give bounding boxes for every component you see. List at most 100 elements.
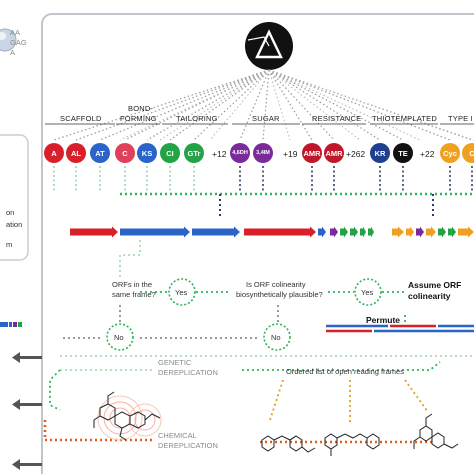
- domain-label: C: [469, 148, 474, 158]
- decision-flow-lines: [43, 240, 474, 444]
- domain-circle-gtr-6: GTr: [184, 143, 204, 163]
- question-colinearity-2: biosynthetically plausible?: [236, 290, 323, 299]
- side-text-top-2: GAG: [10, 38, 27, 47]
- product-molecules: [261, 413, 459, 456]
- gene-arrow: [368, 226, 374, 238]
- fan-line: [119, 69, 270, 141]
- domain-label: CI: [166, 148, 174, 158]
- answer-no-1: No: [114, 333, 124, 342]
- domain-circle-cyc-13: Cyc: [440, 143, 460, 163]
- domain-label: KS: [141, 148, 153, 158]
- domain-circle-c-14: C: [462, 143, 474, 163]
- category-bond-forming-1: BOND-: [128, 104, 154, 113]
- left-arrow-icon: [12, 352, 42, 470]
- domain-circle-at-2: AT: [90, 143, 110, 163]
- fan-line: [268, 69, 474, 141]
- gene-cluster-arrows: [70, 226, 474, 238]
- question-same-frame-2: same frame?: [112, 290, 156, 299]
- category-type: TYPE I: [448, 114, 473, 123]
- side-text-top-3: A: [10, 48, 16, 57]
- fan-line: [268, 69, 291, 141]
- genetic-dereplication-2: DEREPLICATION: [158, 368, 218, 377]
- domain-label: GTr: [187, 148, 201, 158]
- main-panel: [41, 13, 474, 474]
- fan-line: [159, 69, 270, 141]
- side-text-mid-3: m: [6, 240, 13, 249]
- domain-label: Cyc: [443, 148, 457, 158]
- molecule-structure-icon: [93, 391, 162, 441]
- gene-arrow: [120, 226, 190, 238]
- fan-line: [193, 69, 270, 141]
- category-resistance: RESISTANCE: [312, 114, 362, 123]
- domain-circle-kr-11: KR: [370, 143, 390, 163]
- gene-arrow: [392, 226, 404, 238]
- fan-line: [99, 69, 270, 141]
- permute-label: Permute: [366, 315, 401, 325]
- domain-circle-amr-9: AMR: [302, 143, 322, 163]
- gene-arrow: [360, 226, 366, 238]
- category-bond-forming-2: FORMING: [120, 114, 157, 123]
- fan-line: [268, 69, 404, 141]
- domain-label: AMR: [303, 148, 321, 158]
- count-resistance: +262: [346, 149, 366, 159]
- fan-line: [169, 69, 270, 141]
- domain-label: AT: [95, 148, 105, 158]
- left-gene-block: [9, 322, 12, 327]
- ordered-list-branches: [269, 379, 429, 422]
- left-gene-block: [13, 322, 17, 327]
- permute-arrows: [326, 324, 474, 333]
- fan-line: [146, 69, 270, 141]
- gene-arrow: [458, 226, 474, 238]
- domain-tick-lines: [53, 166, 473, 192]
- fan-line: [239, 69, 270, 141]
- domain-circle-46dh-7: 4,6DH: [230, 143, 250, 163]
- genetic-dereplication-1: GENETIC: [158, 358, 192, 367]
- gene-arrow: [438, 226, 446, 238]
- left-gene-fragment: [0, 322, 22, 327]
- fan-line: [268, 69, 421, 141]
- domain-label: AMR: [325, 148, 343, 158]
- answer-yes-1: Yes: [175, 288, 188, 297]
- gene-arrow: [406, 226, 414, 238]
- left-gene-block: [18, 322, 22, 327]
- fan-line: [268, 69, 451, 141]
- fan-line: [268, 69, 313, 141]
- domain-label: C: [122, 148, 128, 158]
- fan-line: [209, 69, 270, 141]
- gene-arrow: [244, 226, 316, 238]
- domain-label: AL: [71, 148, 81, 158]
- count-thiotemplated: +22: [420, 149, 435, 159]
- count-sugar: +19: [283, 149, 298, 159]
- domain-label: 4,6DH: [232, 150, 248, 156]
- domain-circle-c-3: C: [115, 143, 135, 163]
- count-tailoring: +12: [212, 149, 227, 159]
- assume-colinearity-2: colinearity: [408, 291, 451, 301]
- category-sugar: SUGAR: [252, 114, 280, 123]
- gene-arrow: [192, 226, 240, 238]
- gene-arrow: [426, 226, 436, 238]
- gene-arrow: [340, 226, 348, 238]
- fan-line: [268, 69, 361, 141]
- fan-line: [262, 69, 270, 141]
- domain-label: KR: [374, 148, 386, 158]
- gene-arrow: [416, 226, 424, 238]
- domain-circle-a-0: A: [44, 143, 64, 163]
- domain-label: TE: [398, 148, 408, 158]
- assume-colinearity-1: Assume ORF: [408, 280, 462, 290]
- question-colinearity-1: Is ORF colinearity: [246, 280, 306, 289]
- gene-arrow: [330, 226, 338, 238]
- question-same-frame-1: ORFs in the: [112, 280, 153, 289]
- answer-yes-2: Yes: [361, 288, 374, 297]
- fan-line: [124, 69, 270, 141]
- answer-no-2: No: [271, 333, 281, 342]
- gene-arrow: [448, 226, 456, 238]
- ordered-list-label: Ordered list of open reading frames: [286, 367, 404, 376]
- fan-line: [268, 69, 381, 141]
- domain-circle-amr-10: AMR: [324, 143, 344, 163]
- domain-circle-ci-5: CI: [160, 143, 180, 163]
- domain-circle-34im-8: 3,4IM: [253, 143, 273, 163]
- left-gene-block: [0, 322, 8, 327]
- category-scaffold: SCAFFOLD: [60, 114, 102, 123]
- side-text-mid-2: ation: [6, 220, 23, 229]
